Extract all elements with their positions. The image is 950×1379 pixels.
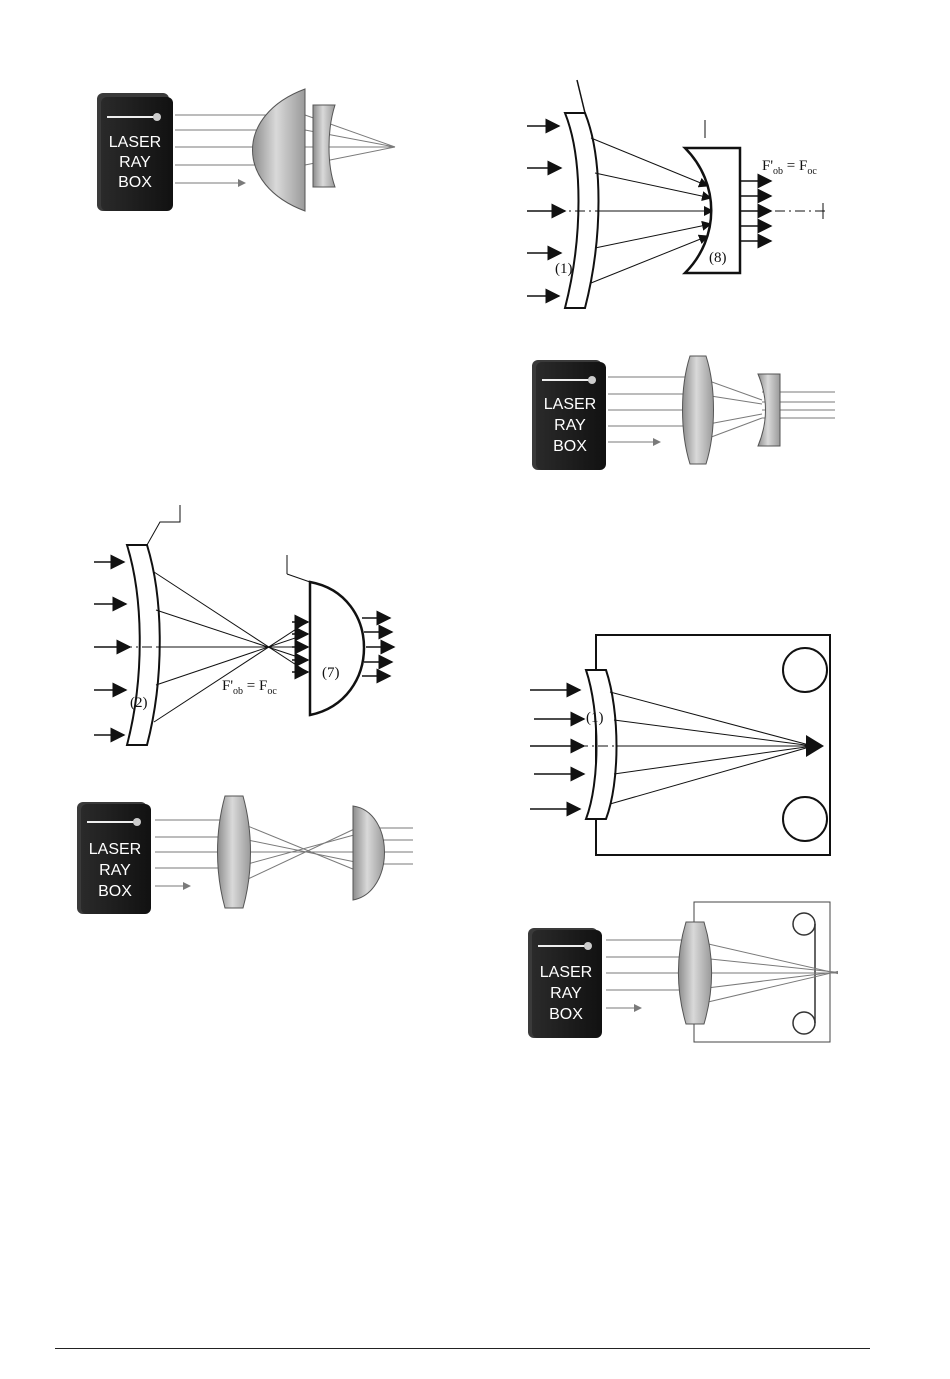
label-lens-7: (7): [322, 665, 340, 681]
laser-box-line2: RAY: [554, 417, 586, 434]
label-lens-1: (1): [555, 261, 573, 277]
photo-biconvex-planoconvex: LASER RAY BOX: [75, 792, 415, 920]
photo-convex-concave: LASER RAY BOX: [95, 85, 400, 220]
concave-lens: [758, 374, 780, 446]
reel-top: [793, 913, 815, 935]
schematic-lens2-lens7: (2) (7) F'ob = Foc: [92, 500, 412, 752]
focal-equation: F'ob = Foc: [762, 158, 817, 177]
label-lens-1: (1): [586, 710, 604, 726]
label-lens-2: (2): [130, 695, 148, 711]
reel-bottom: [793, 1012, 815, 1034]
laser-box-line3: BOX: [553, 438, 587, 455]
output-arrows: [362, 618, 394, 676]
footer-rule: [55, 1348, 870, 1349]
output-arrows: [740, 181, 771, 241]
laser-box-line1: LASER: [109, 134, 161, 151]
lens-7: [310, 582, 364, 715]
biconvex-lens: [218, 796, 251, 908]
schematic-lens1-screen: (1): [528, 632, 836, 860]
biconvex-lens: [683, 356, 714, 464]
plano-convex-lens: [353, 806, 385, 900]
biconvex-lens: [679, 922, 712, 1024]
arrows-at-lens-7: [292, 622, 308, 672]
focal-equation: F'ob = Foc: [222, 678, 277, 697]
laser-box-line1: LASER: [544, 396, 596, 413]
photo-lens-screen: LASER RAY BOX: [526, 900, 838, 1048]
input-arrows: [94, 562, 130, 735]
concave-lens: [313, 105, 335, 187]
laser-box-line1: LASER: [540, 964, 592, 981]
rays: [608, 377, 835, 442]
reel-top: [783, 648, 827, 692]
laser-box-line3: BOX: [98, 883, 132, 900]
label-lens-8: (8): [709, 250, 727, 266]
reel-bottom: [783, 797, 827, 841]
photo-biconvex-concave: LASER RAY BOX: [530, 352, 840, 472]
laser-box-line3: BOX: [118, 174, 152, 191]
laser-box-line2: RAY: [99, 862, 131, 879]
plano-convex-lens: [253, 89, 306, 211]
lens-2: [127, 545, 160, 745]
laser-box-line2: RAY: [119, 154, 151, 171]
crossing-rays: [154, 572, 307, 722]
input-arrows: [530, 690, 584, 809]
laser-box-line1: LASER: [89, 841, 141, 858]
laser-box-line3: BOX: [549, 1006, 583, 1023]
schematic-lens1-lens8: (1) (8) F'ob = Foc: [525, 78, 845, 318]
laser-box-line2: RAY: [550, 985, 582, 1002]
